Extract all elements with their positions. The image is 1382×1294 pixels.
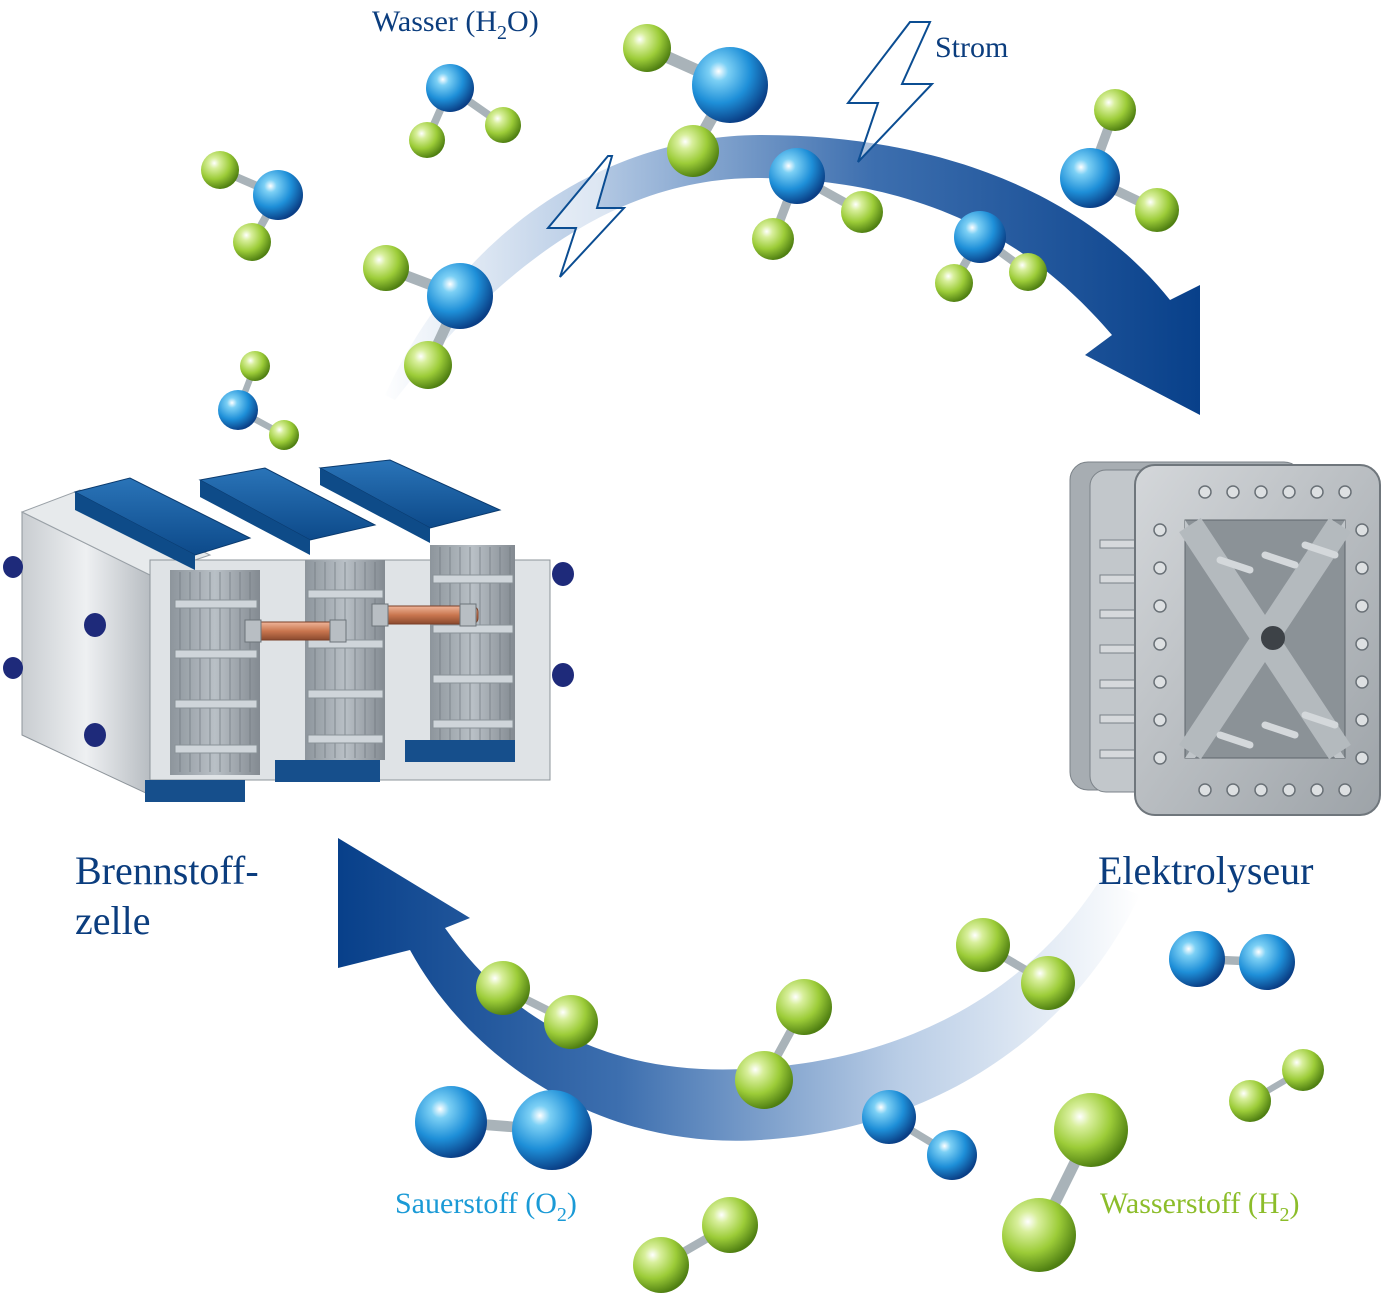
lightning-bolt-icon <box>545 155 627 278</box>
fuel-cell-label-line1: Brennstoff- <box>75 848 259 893</box>
oxygen-molecule-icon <box>415 1086 592 1170</box>
hydrogen-molecule-icon <box>735 979 832 1109</box>
bottom-cycle-arrow <box>338 838 1140 1141</box>
water-molecule-icon <box>363 245 493 389</box>
electrolyser-label: Elektrolyseur <box>1098 848 1314 893</box>
molecules-layer <box>201 24 1324 1293</box>
lightning-bolt-icon <box>845 21 935 163</box>
fuel-cell-stack-icon <box>3 459 574 802</box>
hydrogen-molecule-icon <box>1002 1093 1128 1272</box>
hydrogen-molecule-icon <box>476 961 598 1049</box>
water-molecule-icon <box>201 151 303 261</box>
water-molecule-icon <box>1060 89 1179 232</box>
oxygen-molecule-icon <box>862 1090 977 1180</box>
hydrogen-molecule-icon <box>633 1197 758 1293</box>
hydrogen-molecule-icon <box>1229 1049 1324 1122</box>
hydrogen-label: Wasserstoff (H2) <box>1100 1187 1300 1226</box>
water-molecule-icon <box>409 64 521 158</box>
hydrogen-molecule-icon <box>956 918 1075 1010</box>
oxygen-label: Sauerstoff (O2) <box>395 1187 577 1226</box>
power-label: Strom <box>935 31 1008 64</box>
oxygen-molecule-icon <box>1169 931 1295 990</box>
fuel-cell-label-line2: zelle <box>75 898 151 943</box>
water-label: Wasser (H2O) <box>372 5 539 44</box>
electrolyser-icon <box>1069 461 1381 816</box>
water-molecule-icon <box>935 211 1047 302</box>
water-molecule-icon <box>623 24 768 177</box>
water-molecule-icon <box>218 351 299 450</box>
water-molecule-icon <box>752 148 883 260</box>
fuel-cell-label: Brennstoff- zelle <box>75 848 269 943</box>
